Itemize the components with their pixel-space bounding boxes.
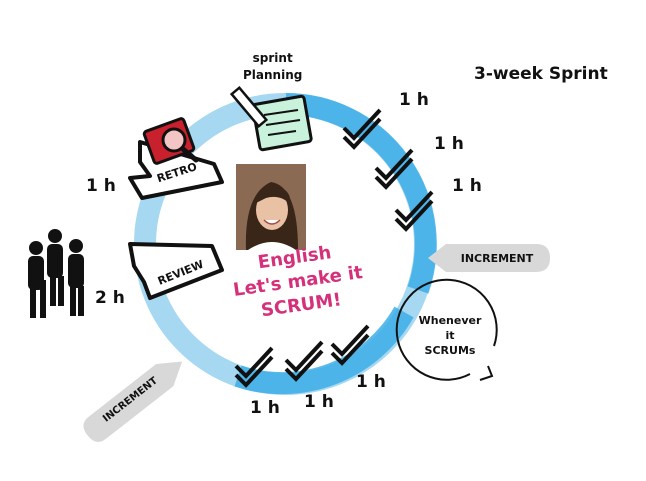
whenever-label: Whenever it SCRUMs	[402, 313, 498, 358]
increment-right-label: INCREMENT	[461, 252, 534, 265]
planning-line-2: Planning	[243, 68, 303, 82]
planning-line-1: sprint	[252, 51, 293, 65]
checkmark-group	[234, 108, 434, 388]
checkmark-icon	[330, 324, 370, 366]
hour-label-bottom-1: 1 h	[250, 398, 280, 418]
checkmark-icon	[394, 190, 434, 232]
checkmark-icon	[284, 340, 324, 382]
hour-label-review: 2 h	[95, 288, 125, 308]
film-magnifier-icon	[142, 117, 199, 165]
sprint-planning-label: sprint Planning	[243, 50, 302, 84]
review-tag	[128, 242, 224, 300]
cycle-arrow-icon	[395, 278, 498, 381]
increment-left-arrow	[83, 361, 183, 442]
hour-label-bottom-3: 1 h	[356, 372, 386, 392]
hour-label-check3: 1 h	[452, 176, 482, 196]
checkmark-icon	[342, 108, 382, 150]
photo-avatar	[236, 164, 306, 250]
hour-label-check1: 1 h	[399, 90, 429, 110]
increment-right-arrow	[428, 244, 550, 272]
sprint-title: 3-week Sprint	[474, 64, 608, 84]
hour-label-bottom-2: 1 h	[304, 392, 334, 412]
whenever-line-2: it	[445, 329, 455, 342]
hour-label-retro: 1 h	[86, 176, 116, 196]
team-people-icon	[28, 229, 84, 318]
whenever-line-3: SCRUMs	[424, 344, 476, 357]
checkmark-icon	[234, 346, 274, 388]
notepad-pencil-icon	[229, 85, 313, 152]
hour-label-check2: 1 h	[434, 134, 464, 154]
whenever-line-1: Whenever	[418, 314, 482, 327]
checkmark-icon	[374, 148, 414, 190]
